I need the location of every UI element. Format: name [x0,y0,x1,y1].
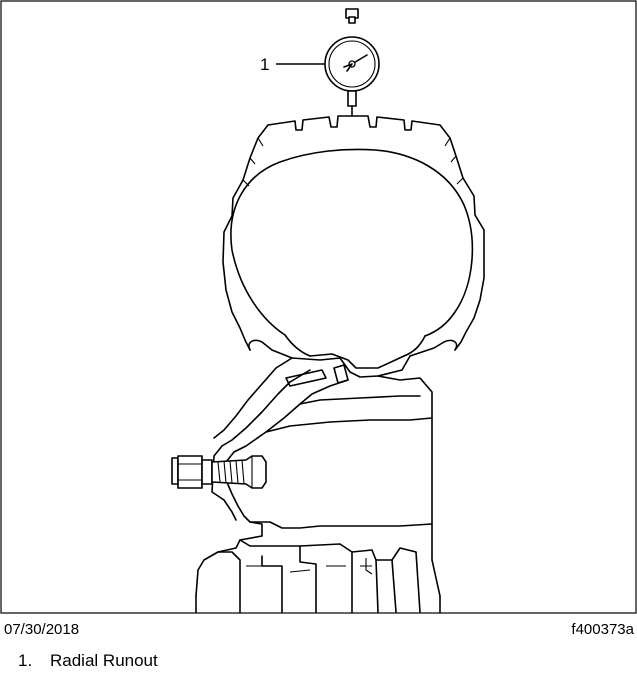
figure-id: f400373a [571,621,634,638]
tire-icon [222,115,485,359]
lug-nut-icon [171,455,267,489]
figure-date: 07/30/2018 [4,621,79,638]
figure-frame [0,0,637,614]
wheel-icon [195,353,441,613]
legend-item-number: 1. [18,651,32,670]
legend-item-label: Radial Runout [50,651,158,670]
callout-number: 1 [260,55,269,74]
